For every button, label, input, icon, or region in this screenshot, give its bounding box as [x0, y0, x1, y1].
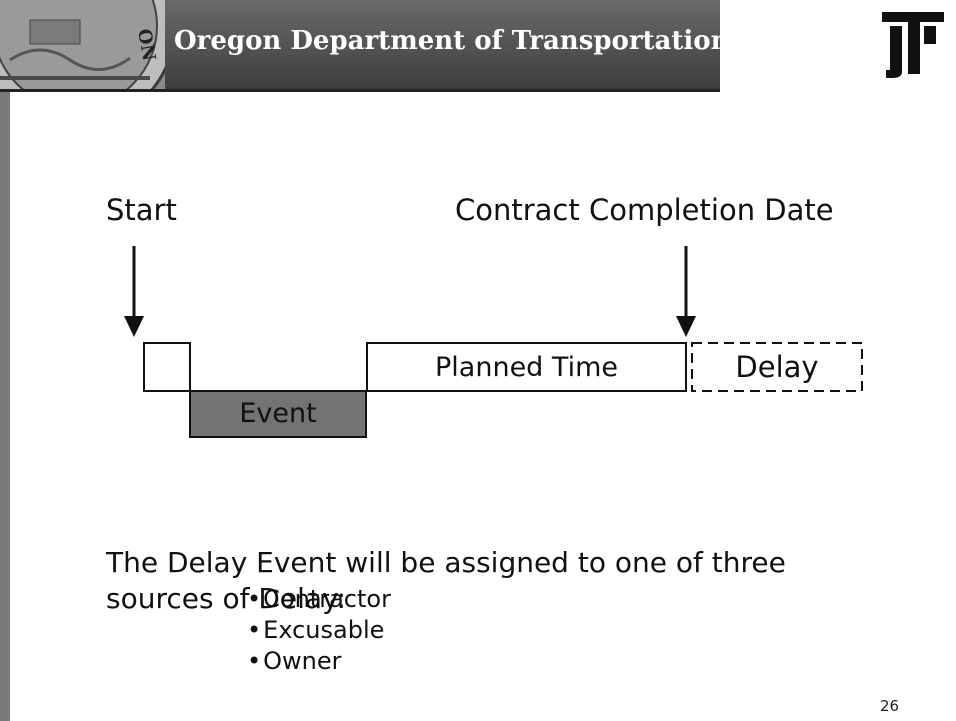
delay-sources-list: Contractor Excusable Owner	[247, 584, 391, 677]
list-item: Contractor	[247, 584, 391, 615]
left-rule	[0, 92, 10, 721]
delay-label: Delay	[735, 350, 819, 384]
planned-time-label: Planned Time	[435, 352, 618, 383]
start-arrowhead	[124, 316, 144, 337]
start-label: Start	[106, 193, 177, 227]
org-name: Oregon Department of Transportation	[174, 26, 730, 56]
initial-work-box	[143, 342, 191, 392]
planned-time-box	[366, 342, 687, 392]
list-item: Excusable	[247, 615, 391, 646]
oregon-seal-icon: ON	[0, 0, 165, 89]
delay-sources-text: The Delay Event will be assigned to one …	[106, 546, 786, 615]
event-box	[189, 390, 367, 438]
odot-logo-icon	[882, 12, 944, 78]
delay-box	[691, 342, 863, 392]
list-item: Owner	[247, 646, 391, 677]
page-number: 26	[880, 697, 900, 715]
completion-label: Contract Completion Date	[455, 193, 834, 227]
event-label: Event	[239, 398, 317, 429]
slide-header: ON Oregon Department of Transportation	[0, 0, 956, 92]
completion-arrowhead	[676, 316, 696, 337]
